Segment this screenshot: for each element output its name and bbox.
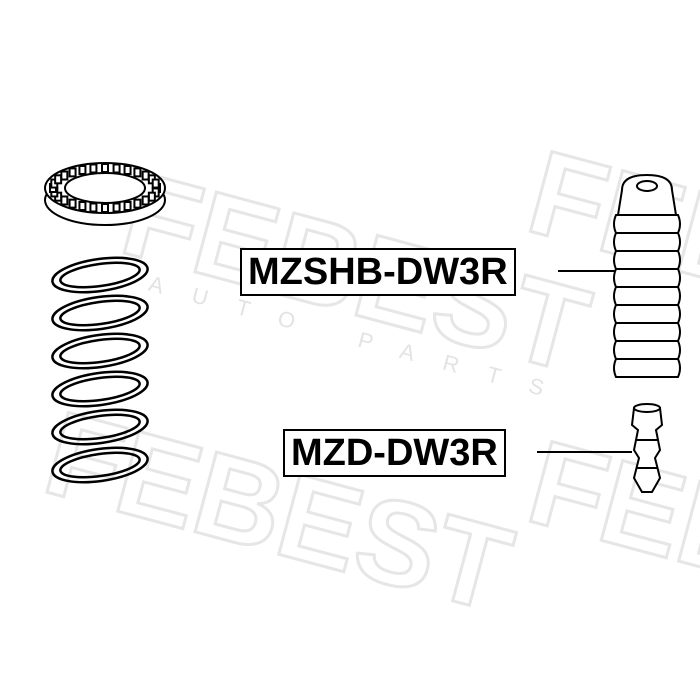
- seat-tooth: [101, 163, 109, 173]
- seat-tooth: [78, 201, 87, 212]
- boot-bellow: [613, 232, 681, 252]
- seat-tooth: [60, 195, 69, 206]
- seat-tooth: [141, 170, 150, 181]
- boot-bellow: [613, 304, 681, 324]
- seat-tooth: [78, 164, 87, 175]
- seat-tooth: [112, 163, 121, 174]
- dust-boot: [613, 173, 681, 378]
- boot-bellow: [613, 214, 681, 234]
- part-label-bump-stop: MZD-DW3R: [283, 429, 506, 477]
- spring-seat: [44, 162, 166, 226]
- boot-bellow: [613, 322, 681, 342]
- boot-bellow: [613, 286, 681, 306]
- seat-tooth: [147, 191, 156, 202]
- seat-tooth: [123, 201, 132, 212]
- seat-tooth: [89, 202, 98, 213]
- spring-coil-inner: [59, 451, 141, 479]
- seat-tooth: [112, 202, 121, 213]
- seat-tooth: [60, 170, 69, 181]
- bump-stop: [630, 403, 664, 493]
- seat-tooth: [101, 203, 109, 213]
- seat-tooth: [141, 195, 150, 206]
- spring-coil-inner: [59, 337, 141, 365]
- seat-tooth: [123, 164, 132, 175]
- spring-coil-inner: [59, 413, 141, 441]
- spring-coil: [51, 256, 149, 294]
- coil-spring: [51, 256, 149, 484]
- seat-tooth: [89, 163, 98, 174]
- part-label-boot: MZSHB-DW3R: [240, 248, 516, 296]
- spring-coil-inner: [59, 261, 141, 289]
- boot-bellow: [613, 250, 681, 270]
- seat-tooth: [68, 198, 77, 209]
- spring-coil-inner: [59, 299, 141, 327]
- boot-bellow: [613, 358, 681, 378]
- spring-coil: [51, 446, 149, 484]
- seat-tooth: [133, 198, 142, 209]
- spring-coil-inner: [59, 375, 141, 403]
- watermark-brand-2: FEBEST: [32, 386, 524, 638]
- spring-coil: [51, 294, 149, 332]
- seat-tooth: [54, 174, 63, 185]
- seat-tooth: [68, 167, 77, 178]
- spring-coil: [51, 332, 149, 370]
- boot-bellow: [613, 340, 681, 360]
- seat-tooth: [133, 167, 142, 178]
- seat-tooth: [151, 178, 160, 189]
- boot-bellow: [613, 268, 681, 288]
- spring-coil: [51, 370, 149, 408]
- spring-coil: [51, 408, 149, 446]
